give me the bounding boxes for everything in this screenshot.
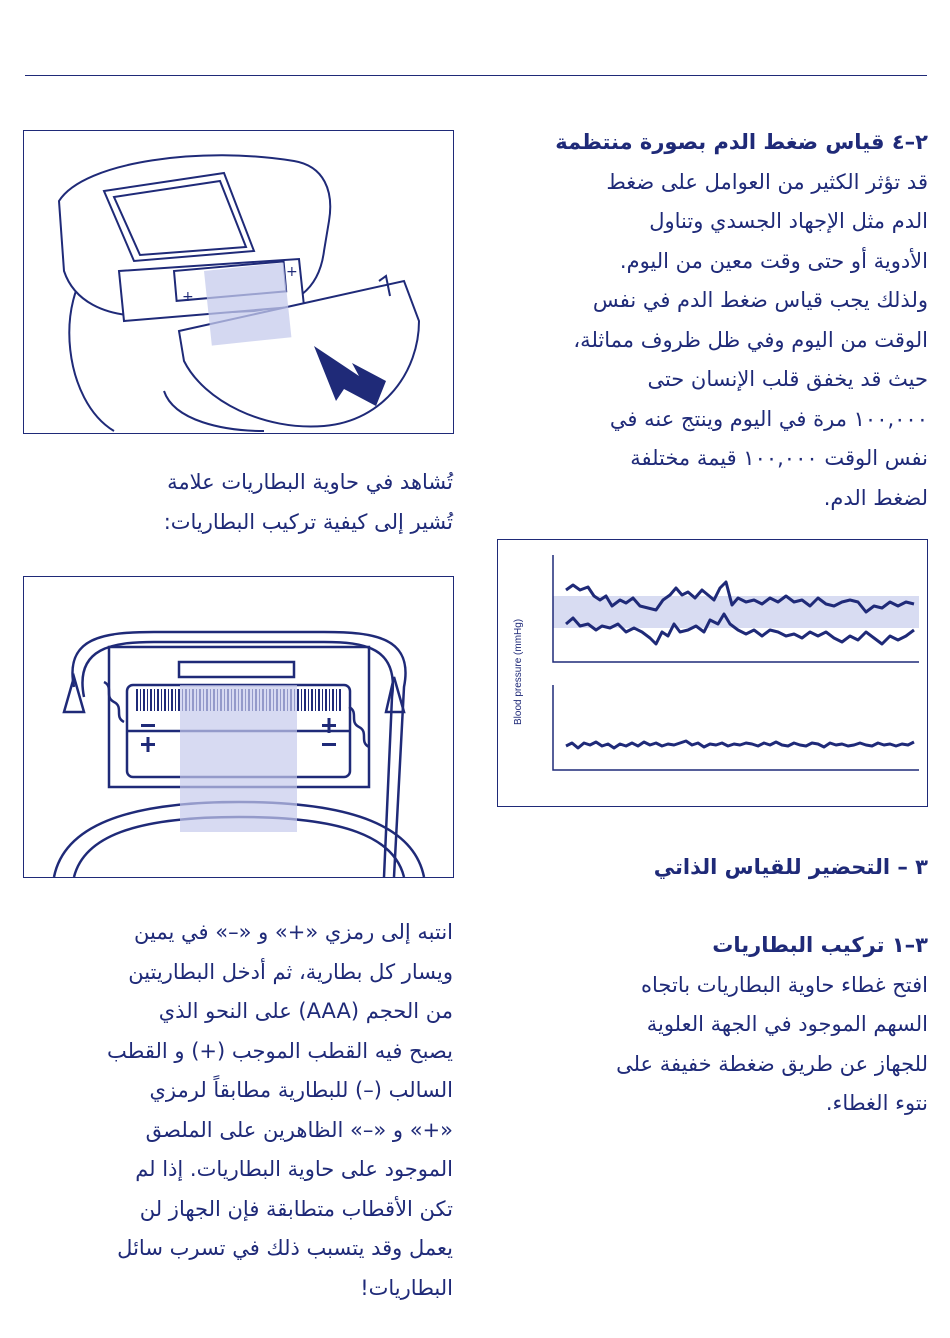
- polarity-note-line: السالب (–) للبطارية مطابقاً لرمزي: [149, 1078, 453, 1102]
- section-4-2-line: ١٠٠,٠٠٠ مرة في اليوم وينتج عنه في: [609, 406, 928, 431]
- section-3-1-line: للجهاز عن طريق ضغطة خفيفة على: [616, 1051, 928, 1076]
- polarity-note-line: انتبه إلى رمزي «+» و «–» في يمين: [134, 920, 453, 944]
- section-4-2-line: لضغط الدم.: [823, 485, 928, 510]
- battery-compartment-illustration: [52, 630, 426, 877]
- polarity-note-line: يصبح فيه القطب الموجب (+) و القطب: [107, 1038, 453, 1063]
- section-4-2-line: الأدوية أو حتى وقت معين من اليوم.: [619, 248, 928, 273]
- svg-text:+: +: [286, 264, 298, 280]
- polarity-note-line: ويسار كل بطارية، ثم أدخل البطاريتين: [128, 959, 453, 984]
- section-3-1-line: نتوء الغطاء.: [825, 1091, 928, 1115]
- polarity-note-line: من الحجم (AAA) على النحو الذي: [158, 999, 453, 1023]
- upper-axes: [552, 555, 919, 663]
- top-rule: [25, 75, 927, 76]
- svg-text:+: +: [182, 289, 194, 305]
- section-4-2-heading: ٢–٤ قياس ضغط الدم بصورة منتظمة: [555, 130, 928, 154]
- polarity-note-line: الموجود على حاوية البطاريات. إذا لم: [135, 1157, 453, 1181]
- caption-line: تُشير إلى كيفية تركيب البطاريات:: [163, 509, 453, 534]
- systolic-series-line: [565, 580, 915, 614]
- battery-mark-caption: تُشاهد في حاوية البطاريات علامة تُشير إل…: [13, 463, 453, 542]
- section-3-1-line: السهم الموجود في الجهة العلوية: [646, 1012, 928, 1036]
- section-4-2-line: الدم مثل الإجهاد الجسدي وتناول: [649, 209, 928, 233]
- device-lid-illustration: + +: [57, 154, 421, 432]
- section-3-1-heading: ٣–١ تركيب البطاريات: [712, 933, 928, 957]
- polarity-note-line: يعمل وقد يتسبب ذلك في تسرب سائل: [117, 1236, 453, 1260]
- section-3-1: ٣–١ تركيب البطاريات افتح غطاء حاوية البط…: [488, 926, 928, 1124]
- caption-line: تُشاهد في حاوية البطاريات علامة: [167, 470, 453, 494]
- figure-battery-compartment: [23, 576, 454, 878]
- pulse-series-line: [565, 739, 915, 750]
- section-4-2-line: الوقت من اليوم وفي ظل ظروف مماثلة،: [573, 327, 928, 352]
- section-4-2-line: قد تؤثر الكثير من العوامل على ضغط: [606, 169, 928, 194]
- polarity-note: انتبه إلى رمزي «+» و «–» في يمين ويسار ك…: [13, 913, 453, 1308]
- section-3-heading: ٣ – التحضير للقياس الذاتي: [653, 855, 928, 879]
- blood-pressure-chart-svg: Blood pressure (mmHg): [513, 555, 919, 771]
- lower-axes: [552, 685, 919, 771]
- section-4-2-line: ولذلك يجب قياس ضغط الدم في نفس: [592, 288, 928, 312]
- label-band: [180, 685, 297, 832]
- polarity-note-line: تكن الأقطاب متطابقة فإن الجهاز لن: [139, 1196, 453, 1221]
- diastolic-series-line: [565, 612, 915, 646]
- blood-pressure-chart: Blood pressure (mmHg): [497, 539, 928, 807]
- figure-open-battery-lid: + +: [23, 130, 454, 434]
- section-3-1-line: افتح غطاء حاوية البطاريات باتجاه: [641, 972, 928, 997]
- polarity-marks: [141, 718, 336, 752]
- polarity-note-line: «+» و «–» الظاهرين على الملصق: [145, 1117, 453, 1142]
- section-4-2-line: نفس الوقت ١٠٠,٠٠٠ قيمة مختلفة: [630, 446, 928, 470]
- y-axis-label: Blood pressure (mmHg): [513, 619, 524, 725]
- section-4-2: ٢–٤ قياس ضغط الدم بصورة منتظمة قد تؤثر ا…: [488, 123, 928, 518]
- section-4-2-line: حيث قد يخفق قلب الإنسان حتى: [647, 367, 928, 391]
- polarity-note-line: البطاريات!: [360, 1275, 453, 1300]
